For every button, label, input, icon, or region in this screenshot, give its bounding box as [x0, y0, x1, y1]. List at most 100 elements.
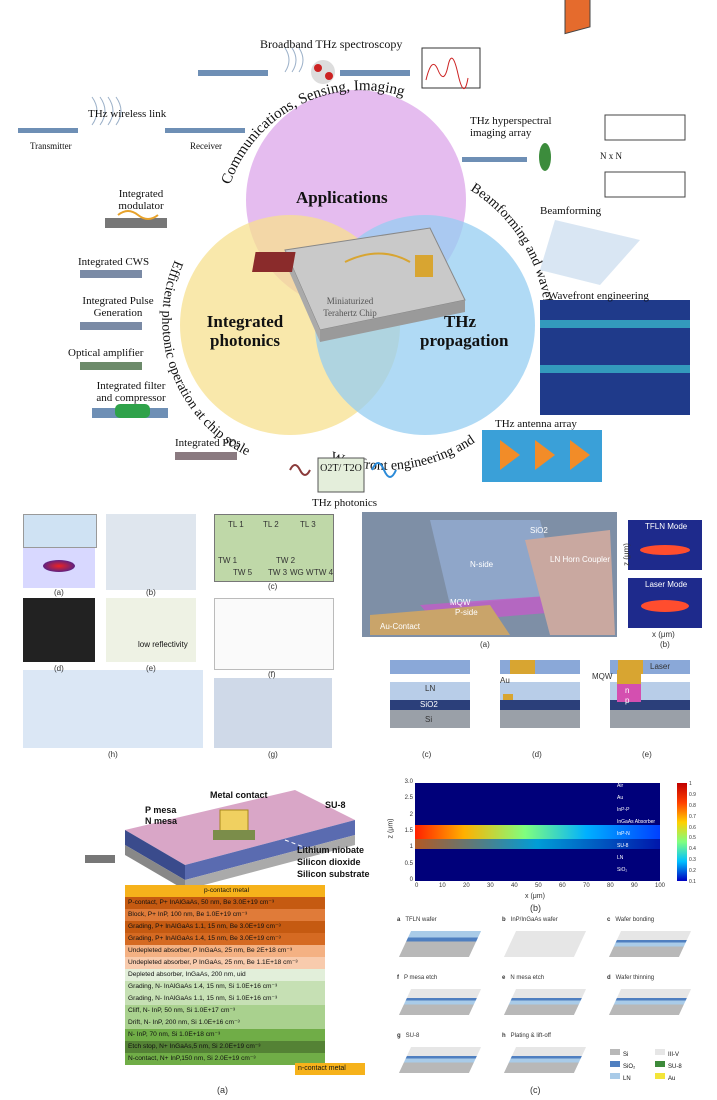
integrated-pulse-label: Integrated Pulse Generation	[82, 295, 154, 319]
beamforming-label: Beamforming	[540, 205, 602, 217]
tw1-label: TW 1	[218, 556, 238, 565]
stack-mqw-label: MQW	[592, 672, 613, 681]
fab-step-label: h Plating & lift-off	[502, 1033, 551, 1039]
panel-f-plot	[214, 598, 334, 670]
epi-layer: Grading, N- InAlGaAs 1.1, 15 nm, Si 1.0E…	[125, 993, 325, 1005]
y-tick: 3.0	[404, 779, 413, 785]
nside-label: N-side	[470, 560, 494, 569]
fab-step: a TFLN wafer	[397, 917, 492, 967]
panel-c-image	[214, 514, 334, 582]
epi-layer: Cliff, N- InP, 50 nm, Si 1.0E+17 cm⁻³	[125, 1005, 325, 1017]
fab-step: d Wafer thinning	[607, 975, 702, 1025]
caption-a: (a)	[480, 640, 490, 649]
layer-label: InP-P	[617, 807, 630, 813]
mid-right-panel: SiO2 N-side MQW P-side LN Horn Coupler A…	[360, 510, 705, 765]
wafer-icon	[503, 989, 587, 1015]
tw3-label: TW 3	[268, 568, 288, 577]
legend-item: III-V	[655, 1043, 679, 1061]
fab-step-label: d Wafer thinning	[607, 975, 655, 981]
horn-coupler-label: LN Horn Coupler	[550, 555, 611, 564]
mid-left-panel: (a) (b) (c) (d) (e) (f) (g) (h) TL 1 TL …	[18, 510, 338, 760]
y-tick: 2	[409, 811, 413, 818]
x-tick: 100	[655, 883, 666, 889]
panel-a-cross-section	[23, 514, 97, 548]
panel-g-image	[214, 678, 332, 748]
panel-b-image	[106, 514, 196, 590]
panel-h-image	[23, 670, 203, 748]
wafer-icon	[503, 931, 587, 957]
thz-propagation-label: THz propagation	[420, 312, 509, 350]
silicon-dioxide-label: Silicon dioxide	[297, 857, 361, 867]
optical-amplifier-label: Optical amplifier	[68, 347, 144, 359]
colorbar-tick: 0.7	[689, 813, 696, 820]
laser-mode-label: Laser Mode	[645, 580, 688, 589]
chip-label: Miniaturized Terahertz Chip	[323, 296, 377, 318]
o2t-box	[317, 457, 365, 493]
colorbar-tick: 0.3	[689, 857, 696, 864]
wafer-icon	[503, 1047, 587, 1073]
x-tick: 10	[439, 883, 446, 889]
caption-b: (b)	[530, 903, 541, 913]
fab-step-label: b InP/InGaAs wafer	[502, 917, 558, 923]
epi-layer: Drift, N- InP, 200 nm, Si 1.0E+16 cm⁻³	[125, 1017, 325, 1029]
epi-layer: N-contact, N+ InP,150 nm, Si 2.0E+19 cm⁻…	[125, 1053, 325, 1065]
colorbar-tick: 0.1	[689, 879, 696, 885]
fab-step: b InP/InGaAs wafer	[502, 917, 597, 967]
tw5-label: TW 5	[233, 568, 253, 577]
wafer-icon	[608, 931, 692, 957]
colorbar-tick: 0.9	[689, 791, 696, 798]
receiver-label: Receiver	[190, 141, 222, 151]
x-tick: 70	[583, 883, 590, 889]
bottom-left-panel: Metal contact P mesa N mesa SU-8 Lithium…	[85, 780, 375, 1100]
hyperspectral-label: THz hyperspectral imaging array	[470, 115, 552, 139]
caption-d: (d)	[532, 750, 542, 759]
caption-c: (c)	[422, 750, 432, 759]
stack-ln-label: LN	[425, 684, 436, 693]
nxn-label: N x N	[600, 151, 622, 161]
wavefront-engineering-label: Wavefront engineering	[548, 290, 649, 302]
metal-contact-label: Metal contact	[210, 790, 268, 800]
wafer-icon	[398, 931, 482, 957]
epi-layer: Etch stop, N+ InGaAs,5 nm, Si 2.0E+19 cm…	[125, 1041, 325, 1053]
stack-n-label: n	[625, 686, 630, 695]
au-contact-label: Au-Contact	[380, 622, 421, 631]
colorbar-tick: 0.8	[689, 802, 696, 809]
caption-d: (d)	[54, 664, 64, 673]
y-tick: 1.5	[404, 828, 413, 834]
mqw-label: MQW	[450, 598, 471, 607]
p-mesa-label: P mesa	[145, 805, 177, 815]
legend-item: Au	[655, 1067, 675, 1085]
venn-diagram: Communications, Sensing, Imaging Efficie…	[0, 0, 690, 493]
panel-a-mode	[23, 548, 95, 588]
tl3-label: TL 3	[300, 520, 316, 529]
x-tick: 60	[559, 883, 566, 889]
fab-step-label: a TFLN wafer	[397, 917, 437, 923]
wireless-link-label: THz wireless link	[88, 108, 167, 120]
panel-e-image	[106, 598, 196, 662]
caption-a: (a)	[54, 588, 64, 597]
epi-layer: P-contact, P+ InAlGaAs, 50 nm, Be 3.0E+1…	[125, 897, 325, 909]
colorbar-tick: 0.4	[689, 846, 696, 853]
caption-c: (c)	[268, 582, 278, 591]
o2t-t2o-label: O2T/ T2O	[320, 463, 362, 474]
caption-g: (g)	[268, 750, 278, 759]
fab-step-label: g SU-8	[397, 1033, 420, 1039]
heatmap-y-label: z (μm)	[387, 818, 395, 839]
epi-layer: Undepleted absorber, P InGaAs, 25 nm, Be…	[125, 945, 325, 957]
wireless-link	[18, 96, 245, 133]
tfln-mode-label: TFLN Mode	[645, 522, 688, 531]
thz-antenna-array-label: THz antenna array	[495, 418, 577, 430]
x-tick: 80	[607, 883, 614, 889]
legend-item: SiO₂	[610, 1055, 635, 1073]
tw2-label: TW 2	[276, 556, 296, 565]
lithium-niobate-label: Lithium niobate	[297, 845, 364, 855]
wgw-label: WG W	[290, 568, 314, 577]
epi-layer: Grading, N- InAlGaAs 1.4, 15 nm, Si 1.0E…	[125, 981, 325, 993]
right-panels	[482, 220, 690, 482]
